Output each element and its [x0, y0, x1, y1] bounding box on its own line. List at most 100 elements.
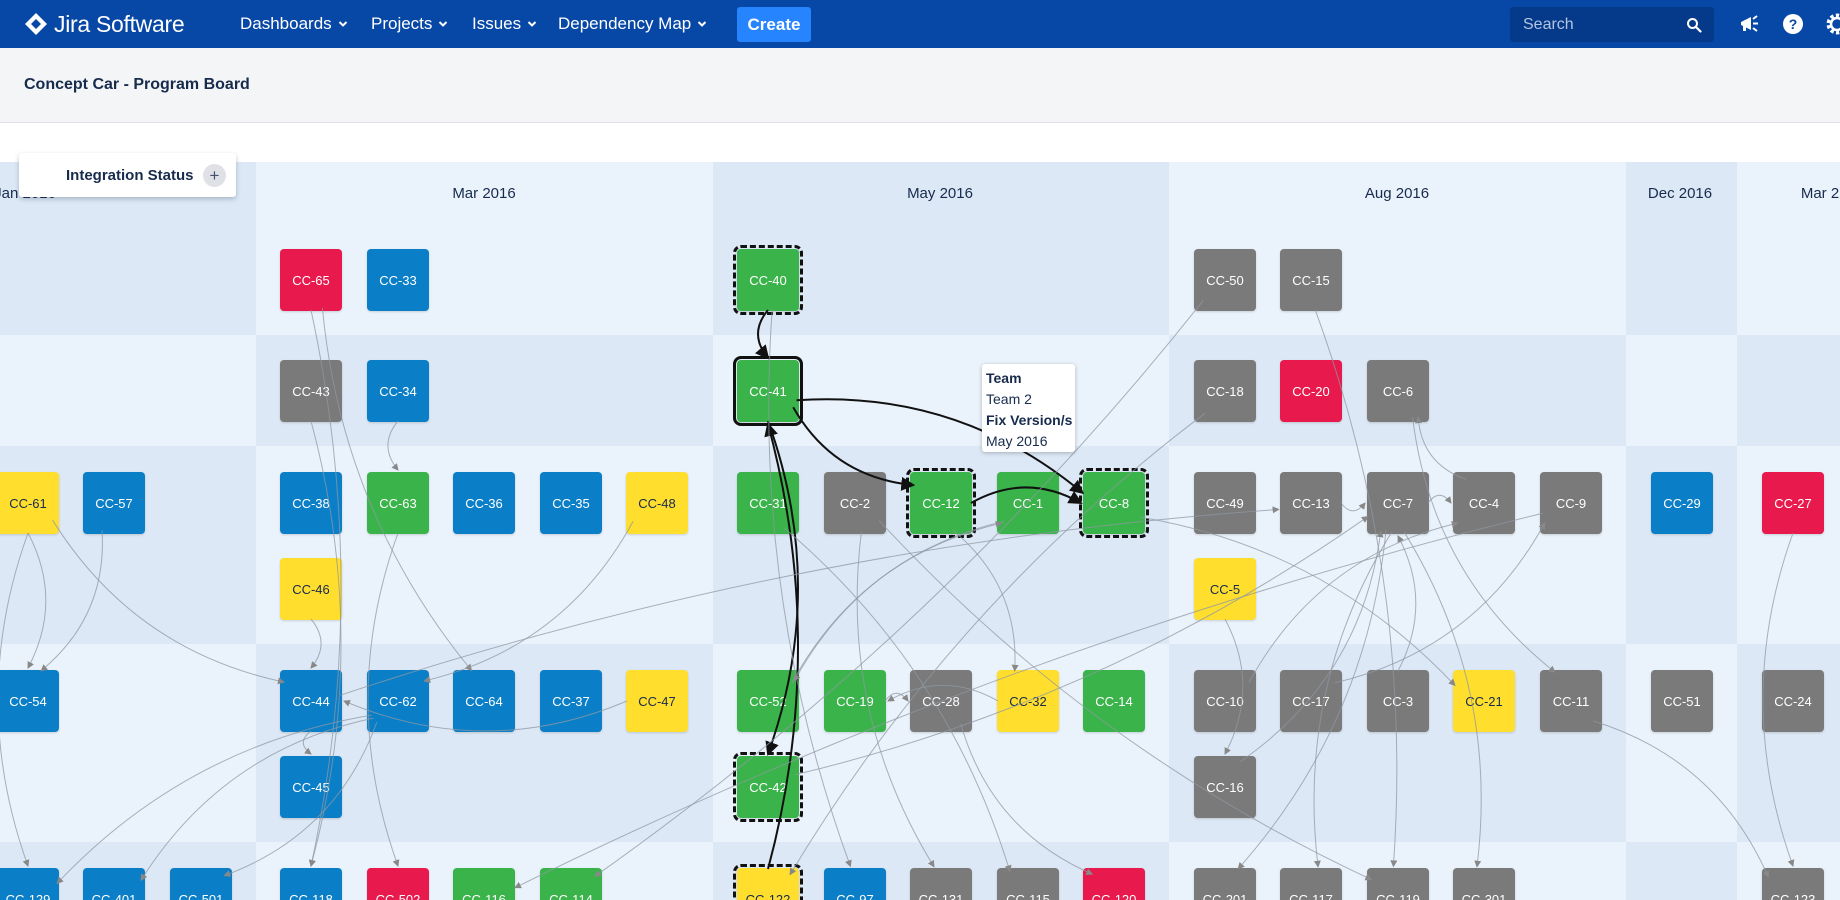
issue-card[interactable]: CC-97 [824, 868, 886, 900]
issue-card[interactable]: CC-17 [1280, 670, 1342, 732]
nav-projects[interactable]: Projects [371, 0, 448, 48]
issue-card[interactable]: CC-15 [1280, 249, 1342, 311]
nav-dependency-map[interactable]: Dependency Map [558, 0, 707, 48]
dependency-line [514, 512, 1543, 889]
issue-card[interactable]: CC-63 [367, 472, 429, 534]
issue-card[interactable]: CC-36 [453, 472, 515, 534]
issue-card[interactable]: CC-35 [540, 472, 602, 534]
issue-card[interactable]: CC-44 [280, 670, 342, 732]
tooltip-fix-version-label: Fix Version/s [986, 412, 1073, 428]
issue-card[interactable]: CC-14 [1083, 670, 1145, 732]
issue-card[interactable]: CC-43 [280, 360, 342, 422]
issue-card[interactable]: CC-50 [1194, 249, 1256, 311]
issue-card[interactable]: CC-24 [1762, 670, 1824, 732]
jira-logo[interactable]: Jira Software [24, 11, 185, 37]
create-button[interactable]: Create [737, 7, 811, 42]
issue-card[interactable]: CC-52 [737, 670, 799, 732]
integration-status-label: Integration Status [66, 167, 194, 184]
dependency-line [754, 309, 770, 360]
issue-card[interactable]: CC-13 [1280, 472, 1342, 534]
card-tooltip: Team Team 2 Fix Version/s May 2016 [982, 364, 1075, 452]
issue-card[interactable]: CC-301 [1453, 868, 1515, 900]
dependency-line [140, 717, 374, 881]
issue-card[interactable]: CC-51 [1651, 670, 1713, 732]
issue-card[interactable]: CC-40 [733, 245, 803, 315]
issue-card[interactable]: CC-38 [280, 472, 342, 534]
dependency-line [1313, 532, 1392, 868]
issue-card[interactable]: CC-16 [1194, 756, 1256, 818]
issue-card[interactable]: CC-47 [626, 670, 688, 732]
issue-card[interactable]: CC-10 [1194, 670, 1256, 732]
dependency-line [792, 406, 916, 491]
issue-card[interactable]: CC-501 [170, 868, 232, 900]
issue-card[interactable]: CC-33 [367, 249, 429, 311]
nav-dashboards[interactable]: Dashboards [240, 0, 348, 48]
dependency-line [302, 730, 312, 755]
issue-card[interactable]: CC-27 [1762, 472, 1824, 534]
gear-icon[interactable] [1826, 13, 1840, 35]
search-input[interactable] [1521, 14, 1685, 35]
issue-card[interactable]: CC-46 [280, 558, 342, 620]
issue-card[interactable]: CC-3 [1367, 670, 1429, 732]
issue-card[interactable]: CC-117 [1280, 868, 1342, 900]
issue-card[interactable]: CC-131 [910, 868, 972, 900]
issue-card[interactable]: CC-2 [824, 472, 886, 534]
issue-card[interactable]: CC-49 [1194, 472, 1256, 534]
issue-card[interactable]: CC-116 [453, 868, 515, 900]
issue-card[interactable]: CC-120 [1083, 868, 1145, 900]
dependency-line [1340, 502, 1366, 512]
issue-card[interactable]: CC-12 [906, 468, 976, 538]
issue-card[interactable]: CC-11 [1540, 670, 1602, 732]
issue-card[interactable]: CC-4 [1453, 472, 1515, 534]
megaphone-icon[interactable] [1738, 13, 1760, 35]
chevron-down-icon [338, 21, 347, 27]
issue-card[interactable]: CC-19 [824, 670, 886, 732]
dependency-line [223, 722, 378, 877]
issue-card[interactable]: CC-57 [83, 472, 145, 534]
board-cell [1737, 224, 1840, 335]
nav-label: Dependency Map [558, 14, 692, 33]
issue-card[interactable]: CC-54 [0, 670, 59, 732]
issue-card[interactable]: CC-29 [1651, 472, 1713, 534]
issue-card[interactable]: CC-37 [540, 670, 602, 732]
issue-card[interactable]: CC-9 [1540, 472, 1602, 534]
issue-card[interactable]: CC-41 [733, 356, 803, 426]
dependency-line [791, 520, 1003, 684]
issue-card[interactable]: CC-34 [367, 360, 429, 422]
page-title: Concept Car - Program Board [24, 76, 250, 93]
issue-card[interactable]: CC-48 [626, 472, 688, 534]
board-cell [1626, 335, 1737, 446]
issue-card[interactable]: CC-21 [1453, 670, 1515, 732]
issue-card[interactable]: CC-65 [280, 249, 342, 311]
issue-card[interactable]: CC-122 [733, 864, 803, 900]
issue-card[interactable]: CC-502 [367, 868, 429, 900]
nav-issues[interactable]: Issues [472, 0, 537, 48]
issue-card[interactable]: CC-119 [1367, 868, 1429, 900]
issue-card[interactable]: CC-118 [280, 868, 342, 900]
dependency-line [856, 532, 935, 868]
search-box[interactable] [1510, 7, 1714, 42]
dependency-line [1397, 535, 1417, 672]
issue-card[interactable]: CC-7 [1367, 472, 1429, 534]
column-header-cell [256, 162, 713, 224]
issue-card[interactable]: CC-114 [540, 868, 602, 900]
issue-card[interactable]: CC-5 [1194, 558, 1256, 620]
issue-card[interactable]: CC-401 [83, 868, 145, 900]
issue-card[interactable]: CC-123 [1762, 868, 1824, 900]
svg-text:?: ? [1789, 16, 1798, 32]
issue-card[interactable]: CC-6 [1367, 360, 1429, 422]
help-icon[interactable]: ? [1782, 13, 1804, 35]
dependency-line [340, 506, 1280, 696]
issue-card[interactable]: CC-129 [0, 868, 59, 900]
chevron-down-icon [527, 21, 537, 27]
issue-card[interactable]: CC-18 [1194, 360, 1256, 422]
issue-card[interactable]: CC-201 [1194, 868, 1256, 900]
add-integration-button[interactable]: + [203, 164, 226, 187]
issue-card[interactable]: CC-61 [0, 472, 59, 534]
issue-card[interactable]: CC-115 [997, 868, 1059, 900]
issue-card[interactable]: CC-8 [1079, 468, 1149, 538]
issue-card[interactable]: CC-20 [1280, 360, 1342, 422]
issue-card[interactable]: CC-62 [367, 670, 429, 732]
issue-card[interactable]: CC-64 [453, 670, 515, 732]
